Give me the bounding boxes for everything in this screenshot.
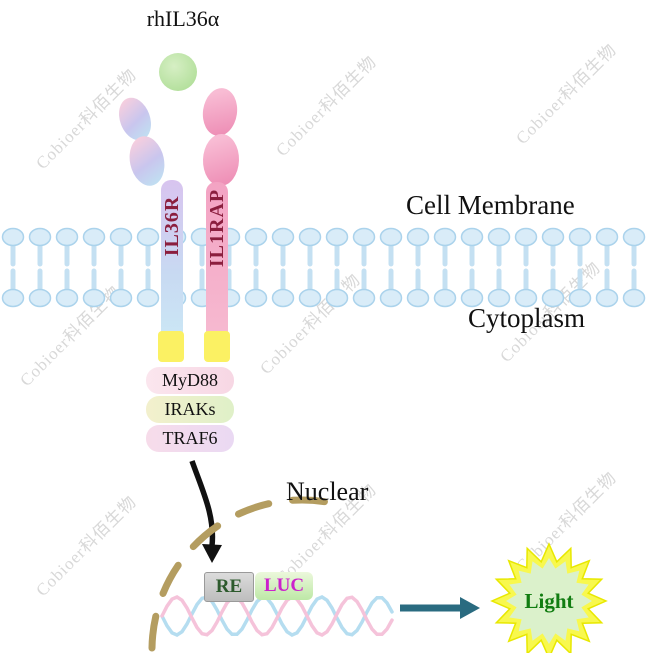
il1rap-domain-top: [199, 85, 241, 139]
watermark: Cobioer科佰生物: [256, 269, 365, 378]
myd88-node: MyD88: [146, 367, 234, 394]
signal-arrow: [189, 460, 216, 547]
dna-helix: [160, 595, 394, 637]
cell-membrane-label: Cell Membrane: [406, 190, 575, 220]
nuclear-label: Nuclear: [286, 477, 369, 506]
light-arrowhead: [460, 597, 480, 619]
traf6-node: TRAF6: [146, 425, 234, 452]
il36r-intracellular-domain: [158, 331, 184, 362]
watermark: Cobioer科佰生物: [272, 51, 381, 160]
il1rap-label: IL1RAP: [206, 188, 228, 268]
luciferase-box: LUC: [255, 572, 313, 600]
cytoplasm-label: Cytoplasm: [468, 303, 586, 333]
watermark: Cobioer科佰生物: [32, 491, 141, 600]
il36r-label: IL36R: [161, 195, 183, 257]
watermark: Cobioer科佰生物: [512, 39, 621, 148]
iraks-node: IRAKs: [146, 396, 234, 423]
ligand-label: rhIL36α: [146, 6, 220, 31]
signal-arrowhead: [202, 544, 222, 563]
watermark: Cobioer科佰生物: [512, 467, 621, 576]
light-label: Light: [524, 589, 574, 613]
il1rap-intracellular-domain: [204, 331, 230, 362]
rhil36a-ligand-circle: [159, 53, 197, 91]
watermark: Cobioer科佰生物: [16, 281, 125, 390]
response-element-box: RE: [204, 572, 254, 602]
